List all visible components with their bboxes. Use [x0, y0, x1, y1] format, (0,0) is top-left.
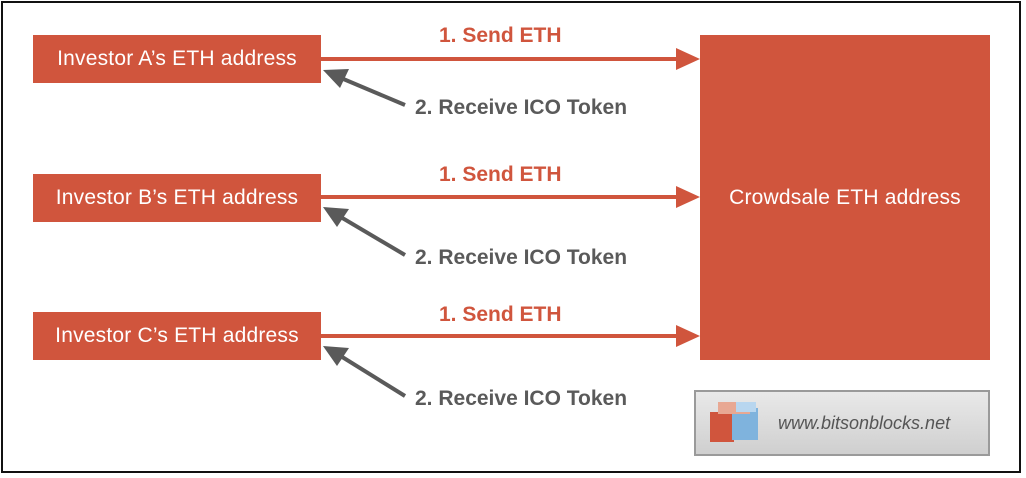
receive-arrow-c [323, 346, 407, 398]
receive-arrow-a [323, 69, 406, 107]
investor-a-address-box: Investor A’s ETH address [33, 35, 321, 83]
send-arrow-b [321, 186, 700, 208]
send-eth-label-c: 1. Send ETH [439, 303, 562, 326]
blocks-logo-icon [710, 402, 758, 442]
receive-token-label-c: 2. Receive ICO Token [415, 387, 628, 410]
send-eth-label-a: 1. Send ETH [439, 24, 562, 47]
investor-b-label: Investor B’s ETH address [55, 186, 299, 209]
receive-token-label-b: 2. Receive ICO Token [415, 246, 628, 269]
send-arrow-a [321, 48, 700, 70]
crowdsale-address-box: Crowdsale ETH address [700, 35, 990, 360]
watermark-badge: www.bitsonblocks.net [694, 390, 990, 456]
investor-c-label: Investor C’s ETH address [55, 324, 299, 347]
send-eth-label-b: 1. Send ETH [439, 163, 562, 186]
receive-token-label-a: 2. Receive ICO Token [415, 96, 628, 119]
receive-arrow-b [323, 207, 407, 257]
investor-c-address-box: Investor C’s ETH address [33, 312, 321, 360]
investor-b-address-box: Investor B’s ETH address [33, 174, 321, 222]
send-arrow-c [321, 325, 700, 347]
watermark-text: www.bitsonblocks.net [778, 412, 951, 433]
crowdsale-label: Crowdsale ETH address [729, 185, 961, 209]
investor-a-label: Investor A’s ETH address [57, 47, 297, 70]
